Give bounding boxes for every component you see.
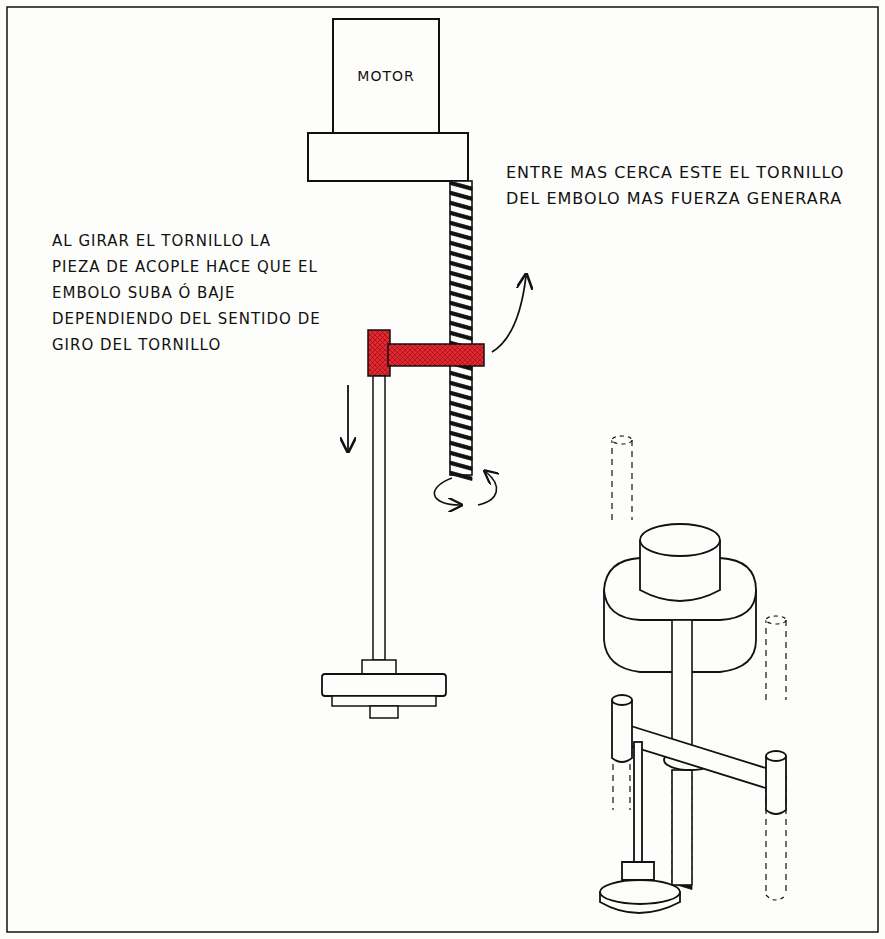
frame [7,7,878,932]
piston-disk [322,674,446,696]
screw-thread [450,371,472,381]
motion-arrow [347,385,349,450]
screw-thread [450,201,472,211]
screw-thread [450,301,472,311]
screw-thread [450,261,472,271]
screw-thread [450,281,472,291]
rotation-arrow [478,472,496,505]
screw-thread [450,311,472,321]
screw-thread [450,241,472,251]
screw-thread [450,431,472,441]
screw-thread [450,291,472,301]
screw-thread [450,471,472,481]
isometric-view [604,436,786,900]
screw-thread [450,411,472,421]
screw-thread [450,461,472,471]
piston-tip [370,706,398,718]
note-text: ENTRE MAS CERCA ESTE EL TORNILLO DEL EMB… [506,160,851,212]
leader-arrow [492,276,526,352]
screw-thread [450,401,472,411]
screw-thread [450,391,472,401]
isometric-view [600,695,786,913]
screw-body [672,620,692,750]
screw-thread [450,231,472,241]
screw-thread [450,331,472,341]
node-text: MOTOR [353,64,418,88]
screw-body [672,770,692,885]
screw-thread [450,451,472,461]
coupling [368,330,390,376]
piston-rod [373,376,385,660]
screw-thread [450,211,472,221]
screw-thread [450,251,472,261]
screw-thread [450,181,472,191]
screw-thread [450,321,472,331]
piston-disk [332,696,436,706]
coupling-arm [388,344,484,366]
screw-thread [450,381,472,391]
lead-screw [450,181,472,481]
screw-thread [450,221,472,231]
screw-thread [450,441,472,451]
piston-hub [362,660,396,674]
screw-thread [450,271,472,281]
motor-box: MOTOR [332,18,440,134]
screw-thread [450,421,472,431]
screw-body [450,181,472,475]
note-text: AL GIRAR EL TORNILLO LA PIEZA DE ACOPLE … [52,228,324,358]
rotation-arrow [434,478,460,505]
motor-collar [308,133,468,181]
screw-thread [450,191,472,201]
